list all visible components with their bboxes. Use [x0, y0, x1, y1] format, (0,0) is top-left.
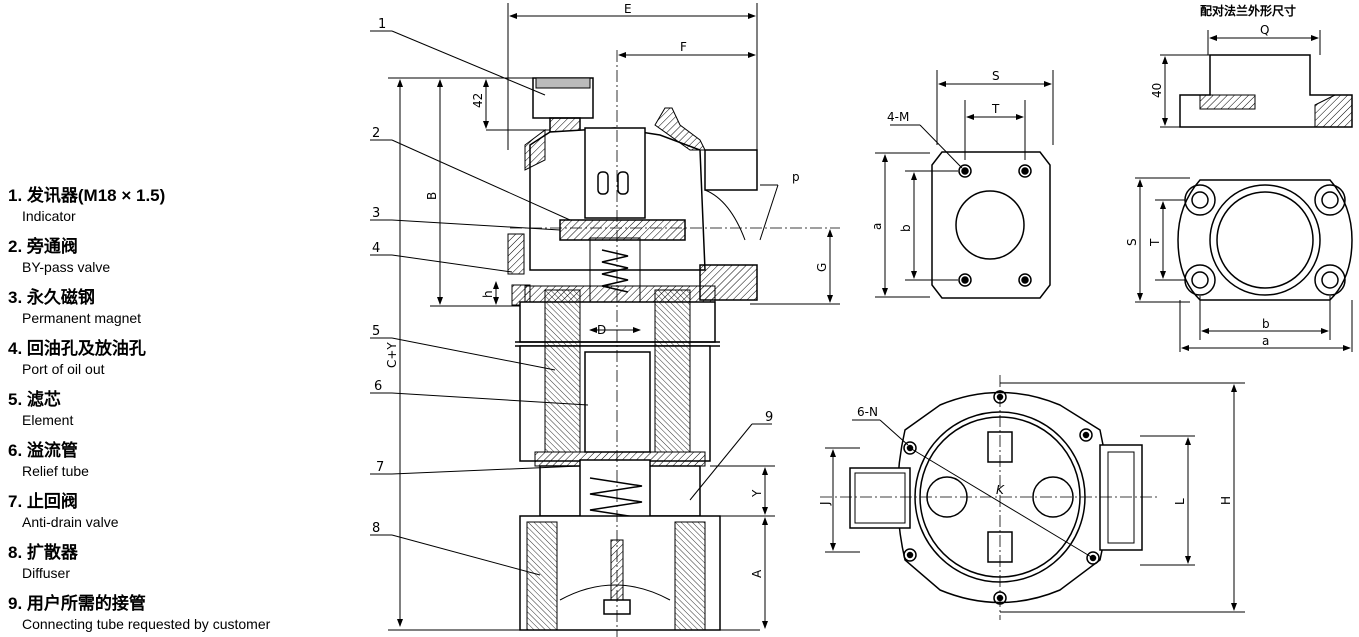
dim-p: p	[792, 170, 800, 184]
legend-item-6-en: Relief tube	[22, 463, 89, 479]
callout-5: 5	[372, 324, 380, 339]
dim-J: J	[818, 501, 832, 506]
legend-item-8-en: Diffuser	[22, 565, 70, 581]
callout-7: 7	[376, 460, 384, 475]
dim-E: E	[624, 2, 632, 16]
dim-F: F	[680, 40, 687, 54]
dim-S2: S	[1125, 238, 1139, 246]
dim-Y: Y	[750, 489, 764, 498]
dim-b: b	[899, 224, 913, 232]
callout-1: 1	[378, 17, 386, 32]
legend-item-6-zh: 6. 溢流管	[8, 441, 78, 460]
mating-flange-labels: 配对法兰外形尺寸 Q 40	[1150, 3, 1296, 98]
dim-6N: 6-N	[857, 405, 878, 419]
callout-4: 4	[372, 241, 380, 256]
mating-flange-side-view	[1160, 30, 1353, 128]
dim-S: S	[992, 69, 1000, 83]
port-flange-labels: S T 4-M a b	[870, 69, 1000, 232]
dim-D: D	[597, 323, 606, 337]
dim-T: T	[991, 102, 1000, 116]
legend-item-3-zh: 3. 永久磁钢	[8, 288, 95, 307]
main-view-dimensions	[388, 3, 840, 631]
legend-item-7-zh: 7. 止回阀	[8, 492, 78, 511]
callout-3: 3	[372, 206, 380, 221]
filter-top-view	[820, 375, 1245, 620]
mating-flange-face-labels: S T b a	[1125, 238, 1270, 348]
dim-CY: C+Y	[385, 342, 399, 368]
dim-a2: a	[1262, 334, 1269, 348]
legend-item-9-zh: 9. 用户所需的接管	[8, 594, 146, 613]
callout-leaders	[370, 30, 772, 576]
legend-item-2-zh: 2. 旁通阀	[8, 237, 78, 256]
legend-item-9-en: Connecting tube requested by customer	[22, 616, 271, 632]
dim-40: 40	[1150, 83, 1164, 98]
legend-item-2-en: BY-pass valve	[22, 259, 111, 275]
dim-K: K	[996, 483, 1005, 497]
dim-L: L	[1173, 498, 1187, 505]
dim-a: a	[870, 223, 884, 230]
callout-8: 8	[372, 521, 380, 536]
legend-item-5-en: Element	[22, 412, 74, 428]
legend-item-5-zh: 5. 滤芯	[8, 390, 61, 409]
callout-numbers: 1 2 3 4 5 6 7 8 9	[372, 17, 773, 536]
legend-item-3-en: Permanent magnet	[22, 310, 142, 326]
callout-2: 2	[372, 126, 380, 141]
main-dim-labels: E F 42 B h C+Y G D Y A p	[385, 2, 829, 578]
mating-flange-face-view	[1135, 177, 1353, 352]
legend-item-8-zh: 8. 扩散器	[8, 543, 78, 562]
legend-item-1-zh: 1. 发讯器(M18 × 1.5)	[8, 186, 166, 205]
legend-item-4-zh: 4. 回油孔及放油孔	[8, 339, 146, 358]
dim-B: B	[425, 192, 439, 200]
filter-section-view	[507, 50, 840, 637]
dim-H: H	[1219, 496, 1233, 505]
dim-h: h	[481, 290, 495, 298]
dim-T2: T	[1148, 238, 1162, 247]
parts-legend: 1. 发讯器(M18 × 1.5) Indicator 2. 旁通阀 BY-pa…	[0, 0, 380, 637]
callout-6: 6	[374, 379, 382, 394]
callout-9: 9	[765, 410, 773, 425]
top-view-labels: 6-N J L H K	[818, 405, 1233, 506]
flange-title: 配对法兰外形尺寸	[1200, 3, 1296, 18]
dim-4M: 4-M	[887, 110, 909, 124]
dim-A: A	[750, 569, 764, 578]
dim-G: G	[815, 263, 829, 272]
legend-item-7-en: Anti-drain valve	[22, 514, 119, 530]
dim-b2: b	[1262, 317, 1270, 331]
dim-Q: Q	[1260, 23, 1269, 37]
legend-item-4-en: Port of oil out	[22, 361, 105, 377]
dim-42: 42	[471, 93, 485, 108]
port-flange-view	[875, 70, 1054, 299]
legend-item-1-en: Indicator	[22, 208, 76, 224]
